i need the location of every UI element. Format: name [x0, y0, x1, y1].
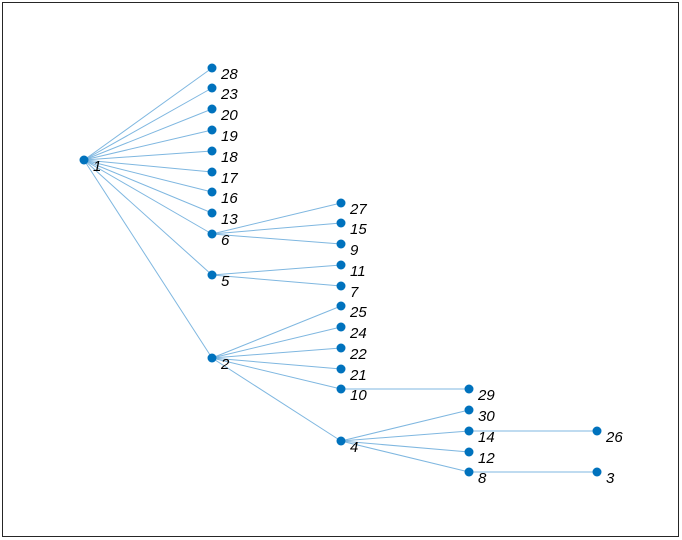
edge-1-2 — [83, 159, 213, 359]
node-3 — [592, 467, 602, 477]
node-label-3: 3 — [606, 470, 615, 487]
node-23 — [207, 83, 217, 93]
node-label-27: 27 — [349, 201, 367, 218]
node-28 — [207, 63, 217, 73]
edge-1-6 — [83, 159, 213, 235]
node-label-6: 6 — [221, 232, 230, 249]
node-label-24: 24 — [349, 325, 367, 342]
node-label-17: 17 — [221, 170, 238, 187]
node-2 — [207, 353, 217, 363]
edge-4-14 — [340, 430, 470, 442]
edge-1-5 — [83, 159, 213, 276]
node-12 — [464, 447, 474, 457]
node-label-19: 19 — [221, 128, 238, 145]
edge-1-13 — [83, 159, 213, 214]
node-17 — [207, 167, 217, 177]
node-label-29: 29 — [477, 387, 495, 404]
node-label-5: 5 — [221, 273, 230, 290]
node-label-11: 11 — [350, 263, 366, 280]
edge-4-12 — [340, 440, 470, 453]
node-label-28: 28 — [220, 66, 238, 83]
edge-2-4 — [211, 357, 342, 442]
node-18 — [207, 146, 217, 156]
node-26 — [592, 426, 602, 436]
edge-2-22 — [211, 347, 342, 359]
node-22 — [336, 343, 346, 353]
node-label-26: 26 — [605, 429, 623, 446]
node-5 — [207, 270, 217, 280]
edge-5-7 — [211, 274, 342, 287]
edge-2-10 — [211, 357, 342, 390]
edge-1-28 — [83, 67, 213, 161]
edge-1-19 — [83, 129, 213, 161]
node-label-7: 7 — [350, 284, 359, 301]
node-10 — [336, 384, 346, 394]
edge-1-20 — [83, 108, 213, 161]
node-9 — [336, 239, 346, 249]
node-13 — [207, 208, 217, 218]
node-label-30: 30 — [478, 408, 495, 425]
edge-4-8 — [340, 440, 470, 473]
node-label-12: 12 — [478, 450, 495, 467]
node-label-8: 8 — [478, 470, 487, 487]
node-15 — [336, 218, 346, 228]
node-20 — [207, 104, 217, 114]
edge-2-25 — [211, 305, 342, 359]
edge-1-23 — [83, 87, 213, 161]
edge-6-15 — [211, 222, 342, 235]
edge-1-17 — [83, 159, 213, 173]
node-label-21: 21 — [349, 367, 367, 384]
edge-5-11 — [211, 264, 342, 276]
node-label-23: 23 — [220, 86, 238, 103]
edge-6-27 — [211, 202, 342, 235]
edge-4-30 — [340, 409, 470, 442]
node-1 — [79, 155, 89, 165]
edge-2-24 — [211, 326, 342, 359]
node-24 — [336, 322, 346, 332]
edges-layer — [83, 67, 597, 473]
node-label-25: 25 — [349, 304, 367, 321]
edge-1-16 — [83, 159, 213, 193]
node-11 — [336, 260, 346, 270]
node-label-22: 22 — [349, 346, 367, 363]
node-label-16: 16 — [221, 190, 238, 207]
node-25 — [336, 301, 346, 311]
node-30 — [464, 405, 474, 415]
node-4 — [336, 436, 346, 446]
node-27 — [336, 198, 346, 208]
node-7 — [336, 281, 346, 291]
labels-layer: 1282320191817161365227159117252422211042… — [93, 66, 623, 487]
node-6 — [207, 229, 217, 239]
node-label-2: 2 — [220, 356, 230, 373]
node-29 — [464, 384, 474, 394]
node-label-18: 18 — [221, 149, 238, 166]
edge-2-21 — [211, 357, 342, 370]
node-19 — [207, 125, 217, 135]
node-label-14: 14 — [478, 429, 495, 446]
node-label-20: 20 — [220, 107, 238, 124]
edge-6-9 — [211, 233, 342, 245]
node-label-4: 4 — [350, 439, 358, 456]
node-14 — [464, 426, 474, 436]
node-label-15: 15 — [350, 221, 367, 238]
node-label-9: 9 — [350, 242, 359, 259]
nodes-layer — [79, 63, 602, 477]
node-16 — [207, 187, 217, 197]
node-label-10: 10 — [350, 387, 367, 404]
node-label-1: 1 — [93, 158, 101, 175]
node-label-13: 13 — [221, 211, 238, 228]
edge-1-18 — [83, 150, 213, 161]
node-8 — [464, 467, 474, 477]
node-21 — [336, 364, 346, 374]
